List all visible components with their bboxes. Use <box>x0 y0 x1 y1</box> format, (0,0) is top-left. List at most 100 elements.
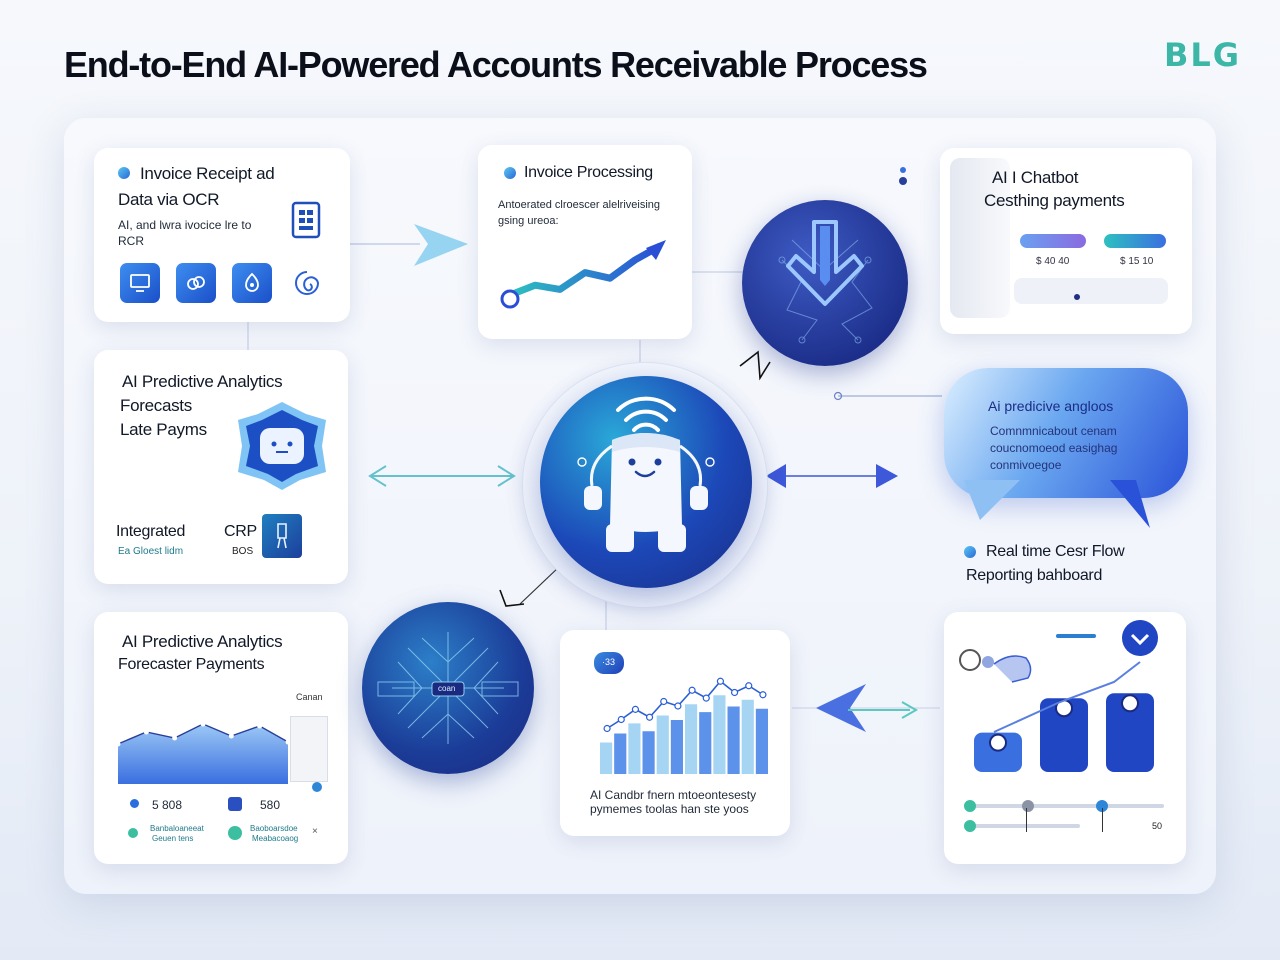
network-orb: coan <box>362 602 534 774</box>
card-title-line2: Cesthing payments <box>984 191 1125 210</box>
download-arrow-icon <box>778 220 873 344</box>
network-icon <box>377 632 519 744</box>
growth-point <box>500 289 520 309</box>
card-predictive-payments: AI Predictive Analytics Forecaster Payme… <box>94 612 348 864</box>
card-invoice-receipt: Invoice Receipt ad Data via OCR AI, and … <box>94 148 350 322</box>
integrated-sublabel: Ea Gloest lidm <box>118 546 184 557</box>
dashboard-bar-chart <box>974 661 1154 772</box>
trend-point <box>617 715 625 724</box>
chart-marker <box>312 782 322 792</box>
payment-pill-2[interactable] <box>1104 234 1166 248</box>
bar <box>713 695 726 774</box>
bar-node <box>989 733 1007 752</box>
page-title: End-to-End AI-Powered Accounts Receivabl… <box>64 44 928 85</box>
payment-pill-1[interactable] <box>1020 234 1086 248</box>
payment-pill-2-label: $ 15 10 <box>1120 256 1154 267</box>
chat-bubble-icon <box>594 652 624 674</box>
slider-tick <box>1102 808 1103 832</box>
bar <box>755 708 768 774</box>
bar <box>685 704 698 774</box>
step-dot <box>118 167 130 179</box>
card-body-line2: RCR <box>118 234 144 248</box>
stat1: 5 808 <box>152 798 183 812</box>
card-ai-chatbot: AI I Chatbot Cesthing payments $ 40 40 $… <box>940 148 1192 334</box>
chat-bubble-label: ·33 <box>602 657 616 667</box>
slider-handle-d[interactable] <box>964 820 976 832</box>
bubble-line3: conmivoegoe <box>990 458 1062 472</box>
ai-predictive-bubble <box>944 368 1188 498</box>
card-body-line1: AI, and lwra ivocice lre to <box>118 218 252 232</box>
brand-logo: BLG <box>1164 36 1242 74</box>
bubble-line1: Comnmnicabout cenam <box>990 424 1117 438</box>
send-dot <box>1074 294 1080 300</box>
slider-handle-c[interactable] <box>1096 800 1108 812</box>
ai-robot-hub <box>540 376 752 588</box>
step-dot <box>504 167 516 179</box>
payment-pill-1-label: $ 40 40 <box>1036 256 1070 267</box>
trend-point <box>730 688 739 697</box>
legend2: Baoboarsdoe <box>250 824 298 833</box>
monitor-icon[interactable] <box>120 263 160 303</box>
trend-point <box>660 697 668 706</box>
bar <box>670 720 683 774</box>
crp-label: CRP <box>224 523 257 540</box>
forecast-point <box>200 721 206 727</box>
slider-handle-a[interactable] <box>964 800 976 812</box>
chart-side-panel <box>290 716 328 782</box>
shield-icon <box>238 402 326 490</box>
trend-point <box>688 686 696 694</box>
bar <box>741 699 754 774</box>
card-title: AI Predictive Analytics <box>122 372 283 391</box>
forecast-point <box>285 739 291 745</box>
card-center-chart: ·33 AI Candbr fnern mtoeontesesty pymeme… <box>560 630 790 836</box>
bar-node <box>1121 694 1139 713</box>
cash-flow-title-line1: Real time Cesr Flow <box>986 543 1125 560</box>
bar <box>699 712 712 774</box>
trend-point <box>759 691 767 699</box>
chevron-down-icon[interactable] <box>1122 620 1158 656</box>
top-dash <box>1056 634 1096 638</box>
card-body-line1: Antoerated clroescer alelriveising <box>498 199 661 211</box>
bubble-line2: coucnomoeod easighag <box>990 441 1118 455</box>
card-predictive-late: AI Predictive Analytics Forecasts Late P… <box>94 350 348 584</box>
lock-icon[interactable] <box>232 263 272 303</box>
card-line2: Forecasts <box>120 396 192 415</box>
slider-handle-b[interactable] <box>1022 800 1034 812</box>
person-icon[interactable] <box>262 514 302 558</box>
bar <box>628 723 641 774</box>
stat-icon <box>228 797 242 811</box>
card-title-line2: Forecaster Payments <box>118 656 265 673</box>
card-body-line2: pymemes toolas han ste yoos <box>590 802 749 816</box>
card-invoice-processing: Invoice Processing Antoerated clroescer … <box>478 145 692 339</box>
legend1b: Geuen tens <box>152 834 194 843</box>
chat-input-bar[interactable] <box>1014 278 1168 304</box>
close-icon[interactable]: × <box>312 826 318 837</box>
slider-track-2[interactable] <box>970 824 1080 828</box>
robot-icon <box>577 396 715 552</box>
trend-point <box>702 694 710 702</box>
card-body-line1: AI Candbr fnern mtoeontesesty <box>590 788 757 802</box>
step-dot <box>964 546 976 558</box>
stat-dot <box>130 799 139 808</box>
forecast-point <box>172 735 178 741</box>
slider-value: 50 <box>1152 821 1163 831</box>
bar <box>727 706 740 774</box>
integrated-label: Integrated <box>116 523 186 540</box>
link-icon[interactable] <box>176 263 216 303</box>
growth-arrowhead <box>646 240 666 260</box>
wifi-icon <box>616 396 676 432</box>
card-dashboard: 50 <box>944 612 1186 864</box>
swirl-icon <box>295 271 320 295</box>
cash-flow-title-line2: Reporting bahboard <box>966 567 1103 584</box>
legend-dot <box>228 826 242 840</box>
network-orb-label: coan <box>438 684 456 693</box>
forecast-point <box>228 733 234 739</box>
slider-track-1[interactable] <box>970 804 1164 808</box>
dashboard-trend-line <box>993 661 1141 733</box>
crp-sublabel: BOS <box>232 546 254 557</box>
dashboard-bar <box>1106 693 1154 772</box>
chart-label: Canan <box>296 692 323 702</box>
legend2b: Meabacoaog <box>252 834 299 843</box>
stat2: 580 <box>260 798 281 812</box>
forecast-point <box>257 723 263 729</box>
